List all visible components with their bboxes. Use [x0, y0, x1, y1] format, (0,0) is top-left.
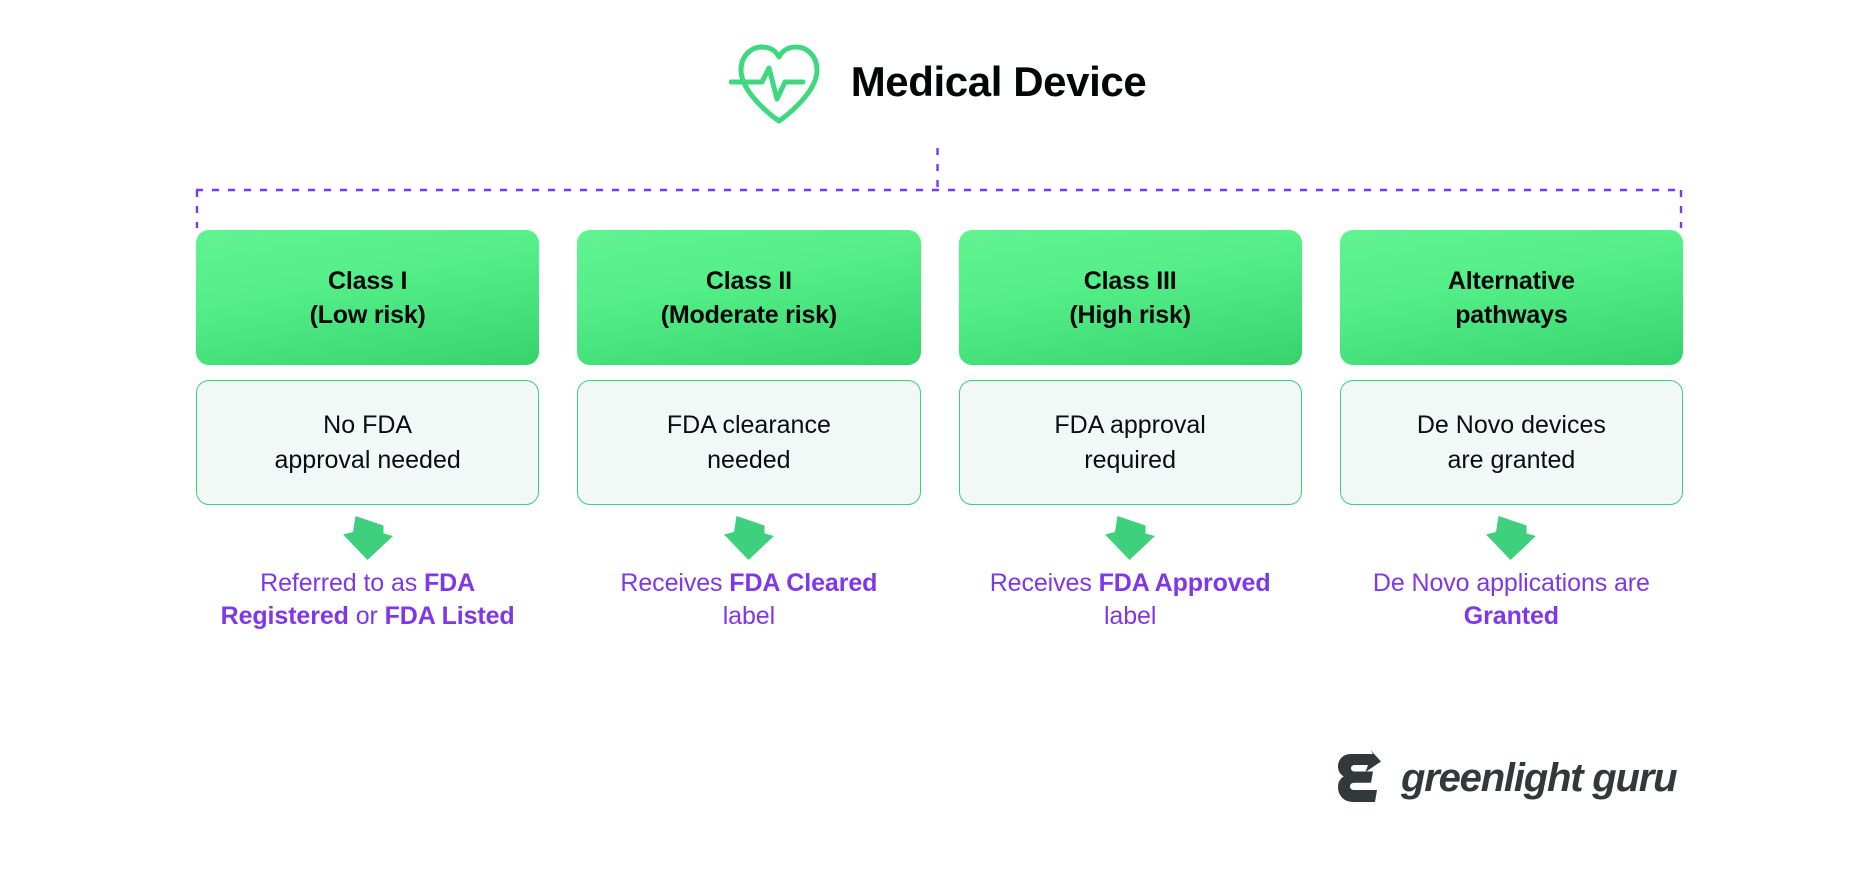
class-name: Class II: [705, 266, 792, 295]
requirement-line-1: No FDA: [323, 411, 413, 439]
column-class-i: Class I (Low risk) No FDA approval neede…: [196, 230, 540, 633]
outcome-text: Referred to as FDA Registered or FDA Lis…: [220, 569, 515, 630]
class-risk-level: (Low risk): [309, 300, 426, 329]
class-header-card[interactable]: Alternative pathways: [1339, 230, 1683, 365]
class-header-card[interactable]: Class I (Low risk): [196, 230, 540, 365]
requirement-line-2: approval needed: [274, 445, 461, 474]
down-arrow-icon: [1485, 515, 1537, 561]
class-columns: Class I (Low risk) No FDA approval neede…: [196, 230, 1683, 633]
logo-wordmark: greenlight guru: [1401, 756, 1678, 800]
requirement-line-1: FDA approval: [1054, 411, 1206, 439]
column-class-iii: Class III (High risk) FDA approval requi…: [958, 230, 1302, 633]
page-title: Medical Device: [850, 58, 1147, 105]
diagram-header: Medical Device: [0, 34, 1875, 130]
down-arrow-icon: [342, 515, 394, 561]
class-name: Class I: [328, 266, 408, 295]
column-alternative-pathways: Alternative pathways De Novo devices are…: [1339, 230, 1683, 633]
requirement-line-1: De Novo devices: [1416, 411, 1606, 439]
class-risk-level: pathways: [1455, 300, 1568, 329]
requirement-card: No FDA approval needed: [196, 380, 540, 505]
down-arrow-icon: [723, 515, 775, 561]
class-risk-level: (Moderate risk): [660, 300, 837, 329]
greenlight-g-mark-icon: [1337, 750, 1385, 806]
heart-pulse-icon: [728, 37, 829, 127]
class-risk-level: (High risk): [1069, 300, 1191, 329]
down-arrow-icon: [1104, 515, 1156, 561]
requirement-line-1: FDA clearance: [666, 411, 831, 439]
requirement-line-2: are granted: [1447, 445, 1576, 474]
requirement-card: De Novo devices are granted: [1339, 380, 1683, 505]
outcome-text: De Novo applications are Granted: [1372, 569, 1650, 630]
outcome-text: Receives FDA Cleared label: [620, 569, 878, 630]
outcome-text: Receives FDA Approved label: [989, 569, 1271, 630]
class-name: Alternative: [1447, 266, 1575, 295]
requirement-line-2: needed: [707, 445, 791, 474]
class-name: Class III: [1083, 266, 1177, 295]
requirement-line-2: required: [1084, 445, 1176, 474]
greenlight-guru-logo: greenlight guru: [1337, 748, 1687, 808]
requirement-card: FDA approval required: [958, 380, 1302, 505]
column-class-ii: Class II (Moderate risk) FDA clearance n…: [577, 230, 921, 633]
class-header-card[interactable]: Class II (Moderate risk): [577, 230, 921, 365]
requirement-card: FDA clearance needed: [577, 380, 921, 505]
class-header-card[interactable]: Class III (High risk): [958, 230, 1302, 365]
